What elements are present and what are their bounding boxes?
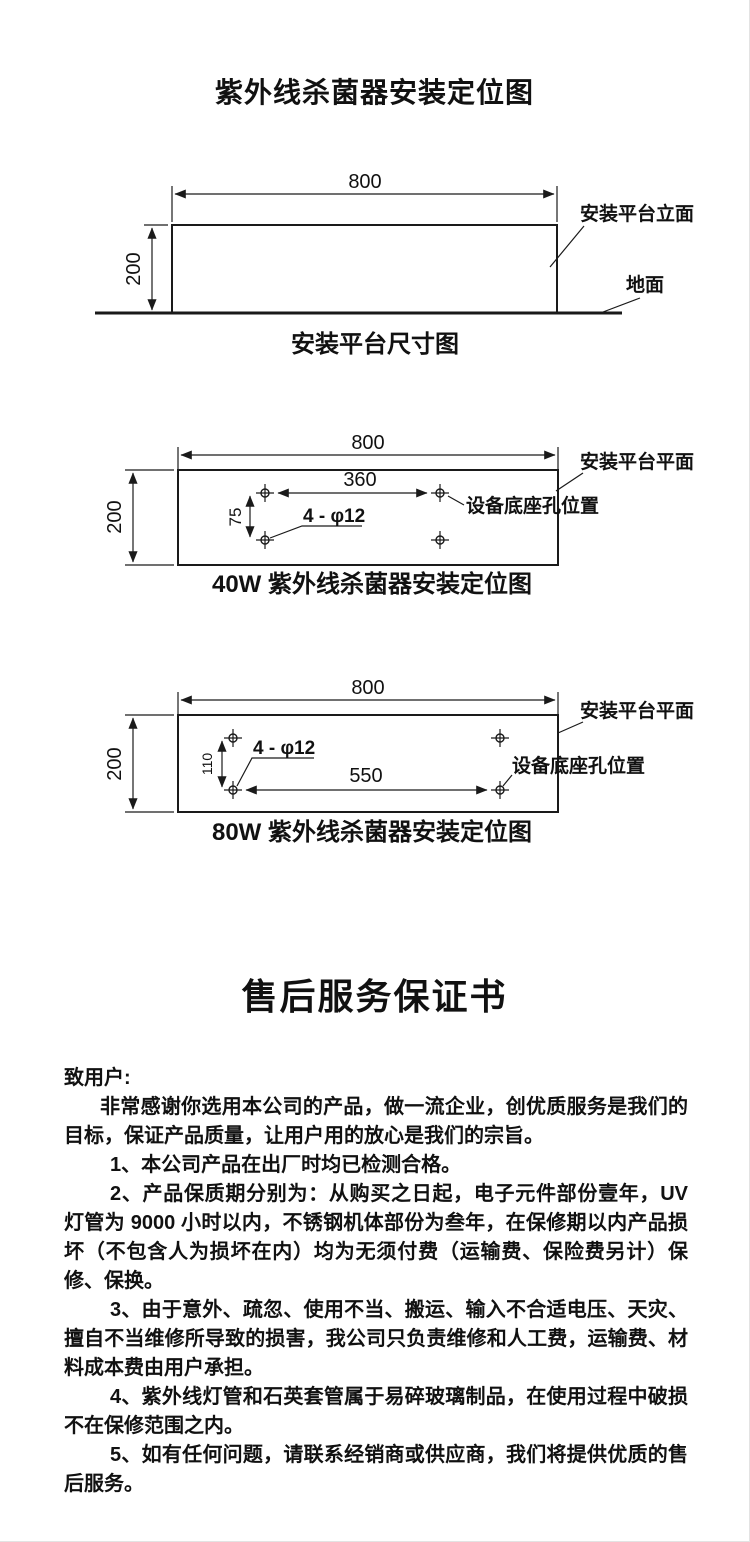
leader-line xyxy=(269,525,362,539)
hole-position-callout: 设备底座孔位置 xyxy=(502,754,645,787)
platform-dimension-diagram: 800 200 安装平台立面 地面 安装平台尺寸图 xyxy=(95,171,694,358)
holes-label: 4 - φ12 xyxy=(303,506,365,527)
leader-line xyxy=(555,472,584,492)
width-dimension: 800 xyxy=(171,171,558,222)
holes-callout: 4 - φ12 xyxy=(269,506,365,539)
width-value: 800 xyxy=(348,171,381,193)
width-dimension: 800 xyxy=(177,677,559,714)
warranty-body: 致用户: 非常感谢你选用本公司的产品，做一流企业，创优质服务是我们的目标，保证产… xyxy=(64,1064,688,1499)
width-value: 800 xyxy=(351,677,384,699)
platform-caption: 安装平台尺寸图 xyxy=(291,330,459,358)
warranty-title: 售后服务保证书 xyxy=(241,975,508,1017)
hole-spacing-y-value: 75 xyxy=(226,508,245,527)
80w-caption: 80W 紫外线杀菌器安装定位图 xyxy=(212,818,532,846)
leader-line xyxy=(447,495,465,506)
holes-label: 4 - φ12 xyxy=(253,738,315,759)
platform-outline xyxy=(177,469,559,566)
ground-callout: 地面 xyxy=(602,273,664,313)
install-diagram-80w: 800 200 110 4 - φ12 550 安装平台平面 xyxy=(104,677,694,846)
platform-outline xyxy=(177,714,559,813)
hole-spacing-x-value: 550 xyxy=(349,765,382,787)
warranty-item: 1、本公司产品在出厂时均已检测合格。 xyxy=(110,1154,462,1176)
hole-spacing-x-value: 360 xyxy=(343,469,376,491)
warranty-item: 3、由于意外、疏忽、使用不当、搬运、输入不合适电压、天灾、擅自不当维修所导致的损… xyxy=(64,1299,688,1379)
holes-callout: 4 - φ12 xyxy=(236,738,315,787)
hole-position-callout: 设备底座孔位置 xyxy=(447,494,599,517)
leader-line xyxy=(602,297,641,313)
leader-line xyxy=(236,757,314,787)
warranty-salutation: 致用户: xyxy=(64,1067,131,1089)
hole-position-label: 设备底座孔位置 xyxy=(512,754,645,777)
warranty-item: 4、紫外线灯管和石英套管属于易碎玻璃制品，在使用过程中破损不在保修范围之内。 xyxy=(64,1386,688,1437)
height-dimension: 200 xyxy=(104,469,174,566)
height-dimension: 200 xyxy=(123,224,168,314)
leader-line xyxy=(502,774,513,787)
elevation-callout: 安装平台立面 xyxy=(549,202,694,268)
40w-caption: 40W 紫外线杀菌器安装定位图 xyxy=(212,570,532,598)
warranty-item: 2、产品保质期分别为：从购买之日起，电子元件部份壹年，UV灯管为 9000 小时… xyxy=(64,1183,688,1292)
warranty-item: 5、如有任何问题，请联系经销商或供应商，我们将提供优质的售后服务。 xyxy=(64,1444,688,1495)
warranty-intro: 非常感谢你选用本公司的产品，做一流企业，创优质服务是我们的目标，保证产品质量，让… xyxy=(64,1096,688,1147)
leader-line xyxy=(549,225,585,268)
hole-spacing-x-dimension: 360 xyxy=(277,469,428,498)
width-dimension: 800 xyxy=(177,432,559,469)
height-value: 200 xyxy=(104,500,126,533)
ground-label: 地面 xyxy=(626,273,664,296)
hole-position-label: 设备底座孔位置 xyxy=(466,494,599,517)
hole-spacing-x-dimension: 550 xyxy=(245,765,488,795)
plane-callout: 安装平台平面 xyxy=(555,450,694,492)
plane-label: 安装平台平面 xyxy=(580,699,694,722)
height-dimension: 200 xyxy=(104,714,174,813)
plane-callout: 安装平台平面 xyxy=(557,699,694,734)
plane-label: 安装平台平面 xyxy=(580,450,694,473)
height-value: 200 xyxy=(123,252,145,285)
platform-outline xyxy=(171,224,558,314)
leader-line xyxy=(557,721,584,734)
hole-spacing-y-value: 110 xyxy=(199,753,215,776)
width-value: 800 xyxy=(351,432,384,454)
install-diagram-40w: 800 200 360 75 4 - φ12 安装平台平面 xyxy=(104,432,694,598)
height-value: 200 xyxy=(104,747,126,780)
hole-spacing-y-dimension: 75 xyxy=(226,495,255,538)
page-title: 紫外线杀菌器安装定位图 xyxy=(214,76,534,108)
hole-spacing-y-dimension: 110 xyxy=(199,740,227,788)
elevation-label: 安装平台立面 xyxy=(580,202,694,225)
